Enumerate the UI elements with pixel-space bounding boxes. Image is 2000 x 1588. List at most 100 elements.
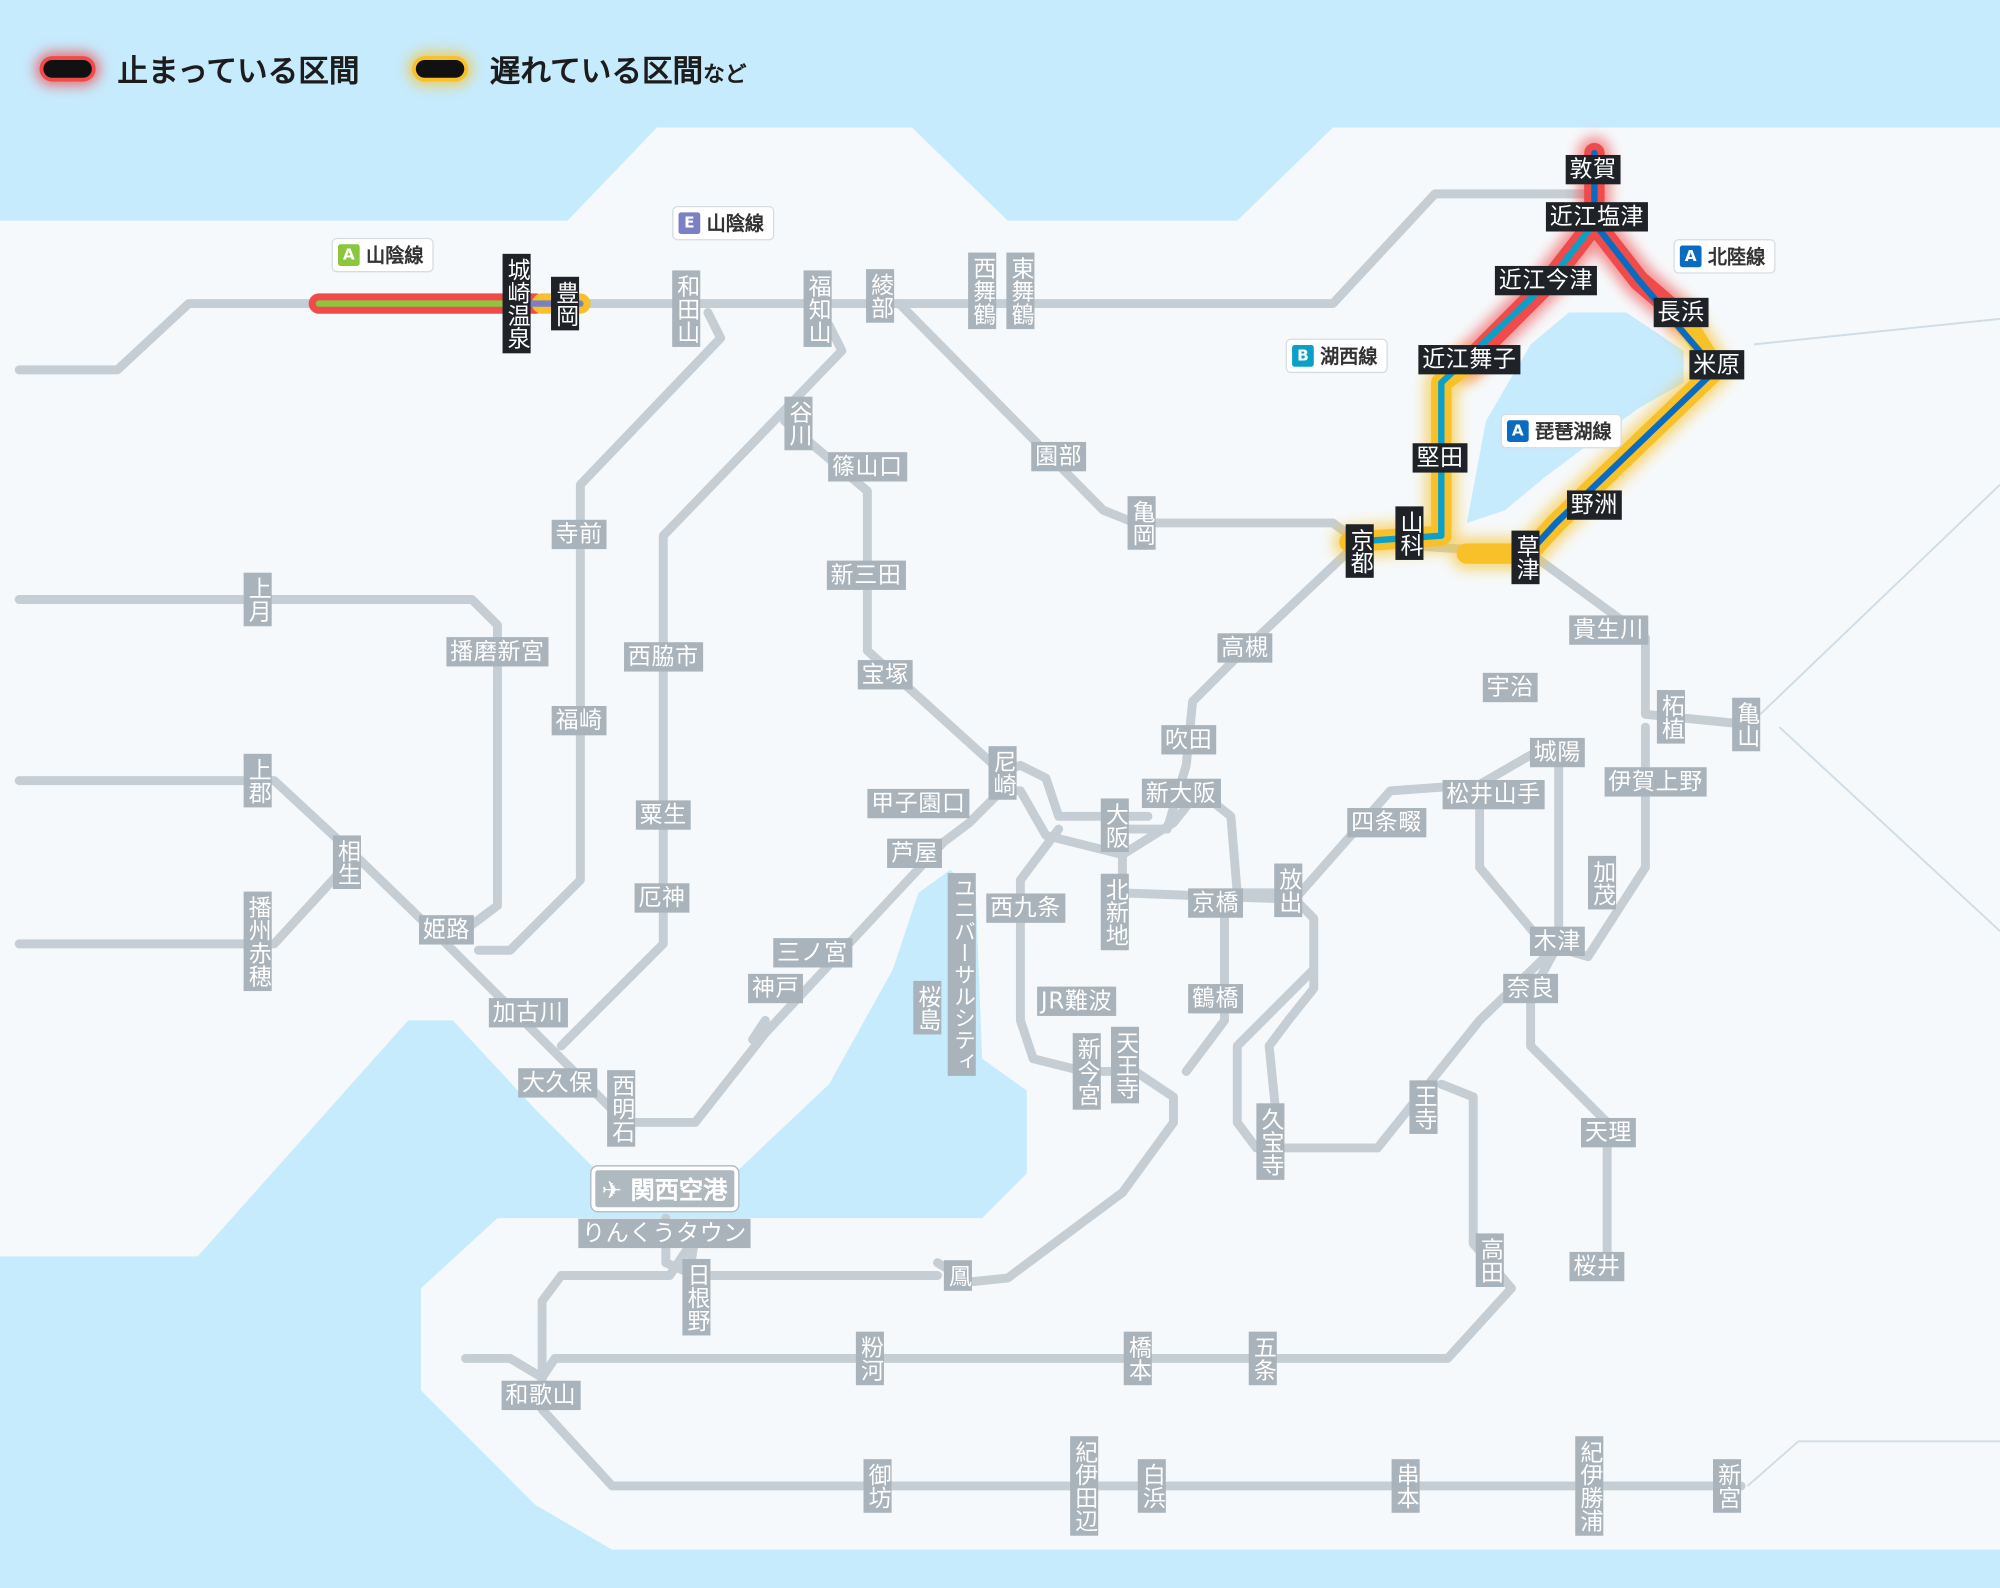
line-code-icon: A: [1507, 420, 1529, 442]
station-sasayamaguchi[interactable]: 篠山口: [828, 452, 907, 482]
station-gojo[interactable]: 五条: [1248, 1331, 1277, 1386]
station-tenri[interactable]: 天理: [1580, 1117, 1636, 1148]
station-nishikujo[interactable]: 西九条: [986, 893, 1065, 923]
station-kiitanabe[interactable]: 紀伊田辺: [1070, 1436, 1099, 1536]
station-toyooka[interactable]: 豊岡: [551, 276, 580, 331]
station-nishiakashi[interactable]: 西明石: [607, 1070, 636, 1147]
station-hashimoto[interactable]: 橋本: [1123, 1331, 1152, 1386]
station-kyuhoji[interactable]: 久宝寺: [1256, 1103, 1285, 1180]
line-code-icon: E: [678, 212, 701, 235]
line-code-icon: A: [338, 244, 360, 266]
station-banshuako[interactable]: 播州赤穂: [243, 891, 272, 992]
station-tennoji[interactable]: 天王寺: [1110, 1026, 1140, 1104]
station-ao[interactable]: 粟生: [635, 800, 691, 830]
station-tsuge[interactable]: 柘植: [1656, 690, 1685, 744]
station-kizu[interactable]: 木津: [1529, 926, 1585, 956]
line-badge-hokuriku[interactable]: A 北陸線: [1673, 239, 1776, 274]
station-kibukawa[interactable]: 貴生川: [1569, 615, 1648, 645]
line-badge-sanin-a[interactable]: A 山陰線: [331, 237, 434, 273]
station-takada[interactable]: 高田: [1475, 1233, 1504, 1287]
station-omimaiko[interactable]: 近江舞子: [1418, 345, 1521, 375]
station-kobe[interactable]: 神戸: [748, 973, 803, 1004]
station-aioi[interactable]: 相生: [332, 835, 361, 890]
airport-kansai[interactable]: ✈ 関西空港: [591, 1166, 738, 1212]
station-shinosaka[interactable]: 新大阪: [1141, 778, 1221, 809]
station-maibara[interactable]: 米原: [1689, 350, 1745, 380]
station-universalcity[interactable]: ユニバーサルシティ: [947, 873, 976, 1076]
station-kinosaki[interactable]: 城崎温泉: [502, 253, 531, 354]
station-ayabe[interactable]: 綾部: [866, 269, 895, 323]
station-oji[interactable]: 王寺: [1409, 1080, 1438, 1134]
station-katata[interactable]: 堅田: [1412, 443, 1468, 473]
station-amagasaki[interactable]: 尼崎: [988, 746, 1017, 800]
station-uji[interactable]: 宇治: [1482, 672, 1538, 703]
station-sakurai[interactable]: 桜井: [1569, 1251, 1625, 1282]
station-kusatsu[interactable]: 草津: [1511, 530, 1540, 585]
line-badge-biwako[interactable]: A 琵琶湖線: [1500, 413, 1622, 449]
station-kamigori[interactable]: 上郡: [243, 753, 272, 808]
station-okubo[interactable]: 大久保: [518, 1068, 597, 1098]
line-badge-kosei[interactable]: B 湖西線: [1285, 338, 1388, 374]
station-teramae[interactable]: 寺前: [551, 519, 607, 550]
station-shinsanda[interactable]: 新三田: [826, 560, 906, 590]
station-omiimazu[interactable]: 近江今津: [1494, 265, 1597, 296]
station-harimashingu[interactable]: 播磨新宮: [446, 637, 549, 667]
station-kakogawa[interactable]: 加古川: [488, 998, 568, 1028]
station-kiikatsuura[interactable]: 紀伊勝浦: [1575, 1436, 1604, 1536]
station-omishiotsu[interactable]: 近江塩津: [1545, 202, 1648, 232]
legend-stopped: 止まっている区間: [43, 46, 359, 91]
station-kamo[interactable]: 加茂: [1588, 855, 1617, 910]
station-nagahama[interactable]: 長浜: [1653, 297, 1709, 328]
station-joyo[interactable]: 城陽: [1529, 737, 1585, 768]
station-takatsuki[interactable]: 高槻: [1217, 633, 1273, 663]
station-tsuruga[interactable]: 敦賀: [1565, 154, 1621, 185]
station-kitashinchi[interactable]: 北新地: [1100, 873, 1129, 951]
station-kyoto[interactable]: 京都: [1345, 524, 1374, 578]
station-fukusaki[interactable]: 福崎: [551, 705, 607, 736]
station-shirahama[interactable]: 白浜: [1137, 1459, 1166, 1513]
station-igaueno[interactable]: 伊賀上野: [1604, 767, 1707, 797]
station-ashiya[interactable]: 芦屋: [887, 838, 942, 868]
station-yakujin[interactable]: 厄神: [634, 883, 690, 913]
station-koshienguchi[interactable]: 甲子園口: [867, 788, 970, 819]
station-otori[interactable]: 鳳: [943, 1260, 972, 1291]
station-kameoka[interactable]: 亀岡: [1127, 496, 1156, 550]
station-hineno[interactable]: 日根野: [682, 1258, 711, 1336]
station-nishiwakishi[interactable]: 西脇市: [624, 642, 703, 672]
station-fukuchiyama[interactable]: 福知山: [803, 270, 832, 347]
station-higashimaizuru[interactable]: 東舞鶴: [1006, 252, 1035, 330]
station-sonobe[interactable]: 園部: [1031, 441, 1087, 472]
station-osaka[interactable]: 大阪: [1100, 798, 1129, 853]
station-wakayama[interactable]: 和歌山: [501, 1380, 581, 1411]
station-yamashina[interactable]: 山科: [1395, 506, 1424, 560]
legend-delayed-label: 遅れている区間: [489, 53, 704, 90]
station-sakurajima[interactable]: 桜島: [913, 980, 942, 1035]
station-kushimoto[interactable]: 串本: [1391, 1459, 1420, 1513]
station-takarazuka[interactable]: 宝塚: [857, 660, 913, 690]
station-kokawa[interactable]: 粉河: [855, 1331, 884, 1386]
station-kozuki[interactable]: 上月: [243, 572, 272, 627]
station-himeji[interactable]: 姫路: [419, 915, 474, 945]
station-hanaten[interactable]: 放出: [1274, 863, 1303, 918]
station-gobo[interactable]: 御坊: [863, 1459, 892, 1513]
station-kameyama[interactable]: 亀山: [1732, 697, 1761, 752]
station-shinimamiya[interactable]: 新今宮: [1072, 1033, 1101, 1110]
station-suita[interactable]: 吹田: [1161, 725, 1217, 755]
station-kyobashi[interactable]: 京橋: [1188, 888, 1243, 918]
delayed-line-icon: [415, 59, 465, 78]
station-tsuruhashi[interactable]: 鶴橋: [1188, 984, 1243, 1014]
station-sannomiya[interactable]: 三ノ宮: [773, 938, 852, 968]
station-wadayama[interactable]: 和田山: [672, 270, 701, 347]
station-nishimaizuru[interactable]: 西舞鶴: [968, 252, 997, 330]
line-badge-sanin-e[interactable]: E 山陰線: [672, 205, 775, 241]
station-tanigawa[interactable]: 谷川: [784, 396, 813, 451]
station-rinkutown[interactable]: りんくうタウン: [578, 1218, 751, 1249]
station-matsuiyamate[interactable]: 松井山手: [1442, 779, 1545, 810]
station-yasu[interactable]: 野洲: [1566, 490, 1622, 520]
station-nara[interactable]: 奈良: [1503, 973, 1559, 1004]
airplane-icon: ✈: [601, 1176, 622, 1205]
station-shingu[interactable]: 新宮: [1713, 1459, 1742, 1513]
station-shijonawate[interactable]: 四条畷: [1347, 808, 1426, 838]
station-jrnamba[interactable]: JR難波: [1037, 986, 1116, 1016]
